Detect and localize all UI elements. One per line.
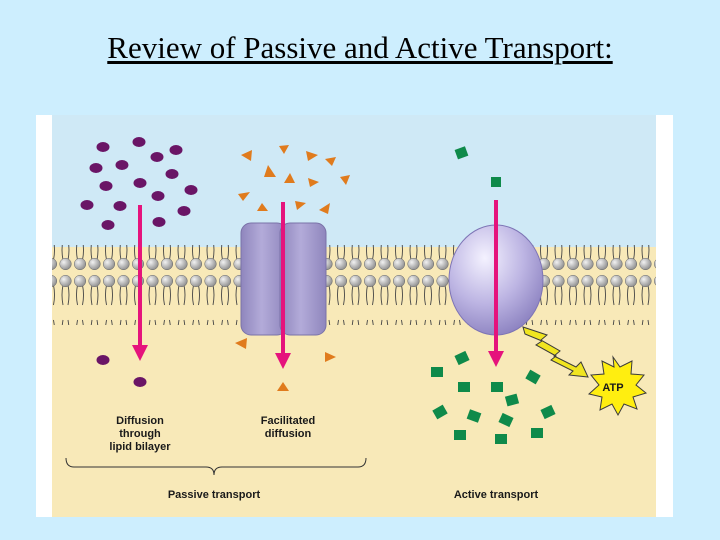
solute-triangle [340, 175, 350, 185]
solute-triangle [295, 201, 306, 210]
pumped-square [454, 146, 469, 160]
solute-triangle [325, 352, 336, 362]
solute-triangle [279, 145, 289, 154]
transport-arrows [132, 200, 504, 369]
pumped-square [432, 404, 448, 420]
small-molecule-dot [133, 377, 147, 387]
pumped-square [458, 382, 470, 392]
small-molecule-dot [150, 152, 164, 162]
small-molecule-dot [96, 142, 110, 152]
pumped-square [491, 177, 501, 187]
passive-transport-label: Passive transport [168, 489, 261, 501]
diffusion-label-line1: Diffusion [116, 415, 164, 427]
solute-triangle [306, 151, 318, 161]
solute-triangle [325, 157, 336, 166]
atp-burst-icon [587, 355, 648, 417]
pumped-square [431, 367, 443, 377]
pumped-solutes [431, 146, 556, 444]
pumped-square [525, 369, 541, 385]
small-molecule-dot [96, 355, 110, 365]
membrane-transport-figure: ATP Diffusion through lipid bilayer Faci… [36, 115, 673, 517]
active-transport-label: Active transport [454, 489, 539, 501]
pumped-square [454, 350, 470, 366]
diffusion-arrowhead [132, 345, 148, 361]
passive-transport-bracket [65, 457, 367, 476]
energy-bolt-icon [522, 326, 589, 378]
solute-triangle [238, 192, 250, 201]
pumped-square [466, 409, 482, 423]
active-arrowhead [488, 351, 504, 367]
small-molecule-dot [99, 181, 113, 191]
atp-label: ATP [602, 382, 623, 394]
small-molecule-dot [101, 220, 115, 230]
small-molecule-dot [151, 191, 165, 201]
pumped-square [504, 393, 520, 407]
small-molecule-dot [169, 145, 183, 155]
pumped-square [531, 428, 543, 438]
small-molecule-dot [177, 206, 191, 216]
small-molecules [80, 137, 198, 387]
facilitated-arrowhead [275, 353, 291, 369]
solute-triangle [235, 338, 247, 349]
solute-triangle [257, 203, 268, 211]
solute-triangle [284, 173, 295, 183]
solute-triangle [277, 382, 289, 391]
facilitated-label-line2: diffusion [265, 428, 312, 440]
diffusion-label-line3: lipid bilayer [109, 441, 171, 453]
pumped-square [495, 434, 507, 444]
slide-title: Review of Passive and Active Transport: [107, 30, 613, 65]
extracellular-region [52, 115, 656, 247]
facilitated-label-line1: Facilitated [261, 415, 315, 427]
pumped-square [498, 412, 514, 428]
small-molecule-dot [133, 178, 147, 188]
small-molecule-dot [80, 200, 94, 210]
solute-triangle [264, 165, 276, 177]
small-molecule-dot [113, 201, 127, 211]
pumped-square [491, 382, 503, 392]
lipid-bilayer [52, 245, 656, 325]
membrane-transport-diagram: ATP Diffusion through lipid bilayer Faci… [52, 115, 656, 517]
solute-triangle [319, 203, 330, 214]
diffusion-label-line2: through [119, 428, 161, 440]
small-molecule-dot [89, 163, 103, 173]
pumped-square [540, 404, 556, 420]
channel-protein [240, 222, 327, 336]
solute-triangles [235, 145, 350, 391]
small-molecule-dot [132, 137, 146, 147]
solute-triangle [308, 178, 319, 187]
small-molecule-dot [152, 217, 166, 227]
pumped-square [454, 430, 466, 440]
solute-triangle [241, 150, 252, 161]
small-molecule-dot [165, 169, 179, 179]
small-molecule-dot [184, 185, 198, 195]
small-molecule-dot [115, 160, 129, 170]
